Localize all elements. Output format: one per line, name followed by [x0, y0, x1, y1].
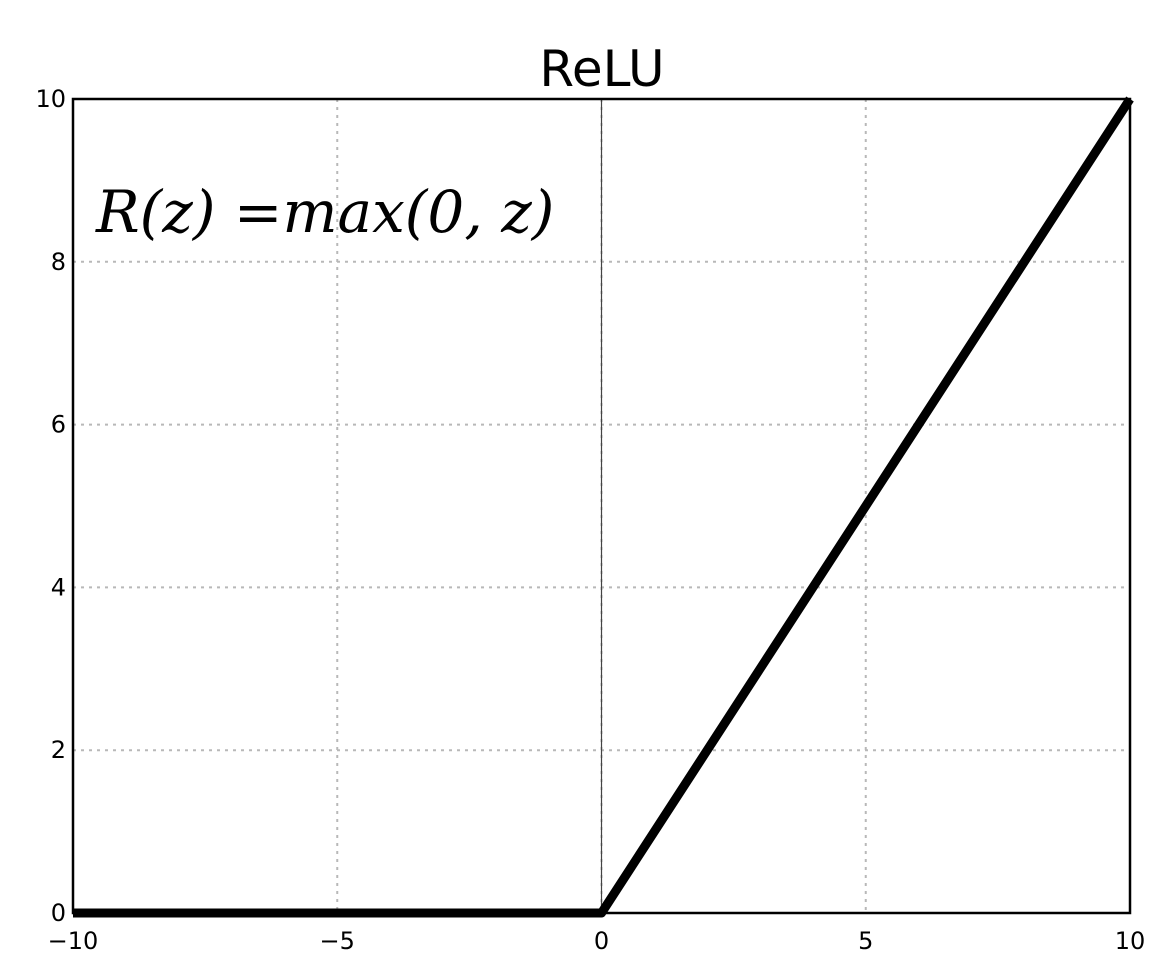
x-tick-label-3: 5	[858, 927, 873, 955]
formula-annotation: R(z) =max(0, z)	[95, 178, 554, 246]
x-tick-label-1: −5	[320, 927, 355, 955]
y-tick-label-2: 4	[51, 573, 66, 601]
y-tick-label-0: 0	[51, 899, 66, 927]
x-tick-label-4: 10	[1115, 927, 1146, 955]
chart-title: ReLU	[539, 40, 664, 98]
x-tick-label-2: 0	[594, 927, 609, 955]
y-tick-label-5: 10	[35, 85, 66, 113]
y-tick-labels: 0 2 4 6 8 10	[35, 85, 66, 927]
x-tick-labels: −10 −5 0 5 10	[48, 927, 1146, 955]
x-tick-label-0: −10	[48, 927, 99, 955]
plot-frame	[71, 97, 1132, 915]
y-tick-label-4: 8	[51, 248, 66, 276]
y-tick-label-3: 6	[51, 411, 66, 439]
y-tick-label-1: 2	[51, 736, 66, 764]
